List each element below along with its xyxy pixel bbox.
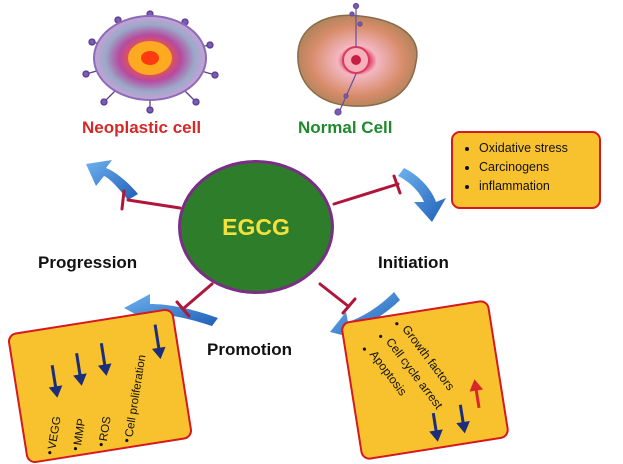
- decrease-arrow-icon: [48, 364, 63, 398]
- neoplastic-cell-image: [82, 10, 219, 114]
- inhibit-progression-line: [120, 189, 182, 211]
- normal-cell-label: Normal Cell: [298, 118, 393, 137]
- increase-arrow-icon: [469, 379, 484, 409]
- egcg-node: EGCG: [178, 160, 334, 294]
- decrease-arrow-icon: [456, 404, 470, 434]
- bullet-icon: [125, 438, 129, 443]
- initiation-factor-item: Carcinogens: [479, 158, 591, 177]
- normal-cell-image: [297, 2, 418, 116]
- inhibit-promotion-left-line: [175, 282, 214, 318]
- promotion-markers-graphic: Growth factors Cell cycle arrest Apoptos…: [362, 322, 484, 442]
- egcg-label: EGCG: [222, 213, 290, 240]
- initiation-factors-list: Oxidative stress Carcinogens inflammatio…: [465, 139, 591, 196]
- progression-cycle-arrow: [86, 160, 138, 200]
- inhibit-promotion-right-line: [318, 282, 357, 315]
- progression-markers-graphic: VEGG MMP ROS Cell proliferation: [47, 324, 166, 455]
- inhibit-initiation-line: [332, 174, 402, 206]
- bullet-icon: [73, 447, 78, 451]
- decrease-arrow-icon: [429, 412, 443, 442]
- progression-marker-label: Cell proliferation: [124, 354, 149, 438]
- initiation-label: Initiation: [378, 253, 449, 272]
- progression-marker-label: ROS: [98, 415, 114, 442]
- bullet-icon: [395, 322, 399, 326]
- initiation-cycle-arrow: [398, 168, 446, 222]
- progression-markers-box: VEGG MMP ROS Cell proliferation: [6, 307, 194, 464]
- decrease-arrow-icon: [97, 343, 112, 376]
- decrease-arrow-icon: [73, 353, 87, 386]
- bullet-icon: [48, 451, 52, 455]
- bullet-icon: [99, 442, 103, 447]
- initiation-factors-box: Oxidative stress Carcinogens inflammatio…: [451, 131, 601, 209]
- initiation-factor-item: Oxidative stress: [479, 139, 591, 158]
- initiation-factor-item: inflammation: [479, 177, 591, 196]
- progression-marker-label: MMP: [72, 417, 88, 446]
- bullet-icon: [379, 334, 383, 339]
- neoplastic-cell-label: Neoplastic cell: [82, 118, 202, 137]
- promotion-label: Promotion: [207, 340, 292, 359]
- promotion-markers-box: Growth factors Cell cycle arrest Apoptos…: [339, 299, 511, 461]
- bullet-icon: [362, 347, 367, 351]
- decrease-arrow-icon: [151, 324, 166, 360]
- progression-label: Progression: [38, 253, 138, 272]
- progression-marker-label: VEGG: [47, 415, 64, 450]
